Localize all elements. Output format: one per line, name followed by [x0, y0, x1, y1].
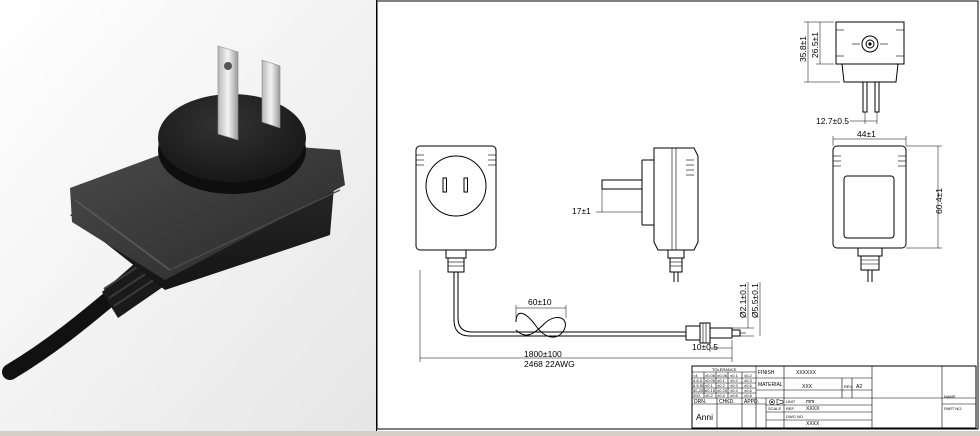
tol-cell: ±0.2: [744, 373, 753, 378]
dim-pin-length: 17±1: [572, 206, 591, 216]
tol-cell: ±0.05: [705, 378, 716, 383]
ref-value: XXXX: [806, 406, 820, 412]
tol-cell: 200-: [693, 393, 702, 398]
tol-cell: ±0.6: [730, 393, 739, 398]
drawing-frame: [376, 0, 979, 430]
chkd-label: CHKD.: [719, 399, 735, 405]
tol-cell: ±0.4: [730, 388, 739, 393]
title-block: TOLERANCE <4 ±0.05 ±0.06 ±0.1 ±0.2 4-6.5…: [691, 365, 977, 429]
tol-cell: ±0.05: [705, 373, 716, 378]
tolerance-label: TOLERANCE: [712, 367, 737, 372]
rev-value: A2: [856, 384, 862, 390]
tol-cell: ±0.2: [717, 383, 726, 388]
material-label: MATERIAL: [758, 382, 783, 388]
finish-value: XXXXXX: [796, 370, 817, 376]
technical-drawing: 35.8±1 26.5±1 12.7±0.5 44±1: [375, 0, 980, 431]
tol-cell: ±0.5: [744, 383, 753, 388]
dim-pin-spacing: 12.7±0.5: [816, 116, 849, 126]
dim-plug-outer: Ø5.5±0.1: [750, 283, 760, 318]
product-photo: [0, 0, 376, 431]
appd-label: APPD.: [744, 399, 759, 405]
drawing-svg: 35.8±1 26.5±1 12.7±0.5 44±1: [375, 0, 979, 431]
projection-symbol-icon: [769, 399, 784, 405]
dim-coil: 60±10: [528, 297, 552, 307]
drawn-by: Anni: [696, 412, 713, 422]
name-label: NAME: [944, 394, 956, 399]
side-view: 17±1: [572, 147, 699, 282]
back-view: [415, 145, 497, 273]
dim-plug-inner: Ø2.1±0.1: [738, 283, 748, 318]
rev-label: REV.: [844, 384, 853, 389]
tol-cell: ±0.8: [744, 393, 753, 398]
tol-cell: ±0.3: [744, 378, 753, 383]
ref-label: REF.: [786, 406, 795, 411]
dim-width: 44±1: [857, 129, 876, 139]
dwg-label: DWG NO.: [786, 414, 804, 419]
tol-cell: ±0.2: [730, 378, 739, 383]
top-view: 35.8±1 26.5±1 12.7±0.5: [798, 21, 905, 126]
tol-cell: ±0.3: [730, 383, 739, 388]
tol-cell: ±0.6: [744, 388, 753, 393]
tol-cell: ±0.4: [717, 393, 726, 398]
tol-cell: 50-200: [693, 388, 706, 393]
dim-height-total: 35.8±1: [798, 36, 808, 62]
material-value: XXX: [802, 384, 813, 390]
unit-value: mm: [806, 399, 814, 405]
tol-cell: ±0.1: [730, 373, 739, 378]
plug-pins: [217, 45, 281, 141]
dim-length: 60.4±1: [934, 188, 944, 214]
finish-label: FINISH: [758, 370, 775, 376]
unit-label: UNIT: [786, 399, 796, 404]
tol-cell: <4: [693, 373, 698, 378]
drn-label: DRN.: [694, 399, 706, 405]
product-photo-art: [0, 0, 376, 431]
tol-cell: 4-6.5: [693, 378, 703, 383]
scale-label: SCALE: [768, 406, 781, 411]
tol-cell: ±0.06: [717, 373, 728, 378]
front-view: 44±1 60.4±1: [832, 129, 944, 282]
dim-height-body: 26.5±1: [810, 32, 820, 58]
tol-cell: ±0.25: [717, 388, 728, 393]
dim-plug-tip: 10±0.5: [692, 342, 718, 352]
dwg-value: XXXX: [806, 421, 820, 427]
tol-cell: ±0.1: [717, 378, 726, 383]
part-label: PART NO.: [944, 406, 962, 411]
tol-cell: ±0.15: [705, 388, 716, 393]
tol-cell: ±0.1: [705, 383, 714, 388]
tol-cell: ±0.2: [705, 393, 714, 398]
cable-assembly: 60±10 Ø2.1±0.1 Ø5.5±0.1 10±0.5 1800±100 …: [419, 270, 761, 369]
tol-cell: 6.5-50: [693, 383, 705, 388]
cable-type: 2468 22AWG: [524, 359, 575, 369]
dim-cable-length: 1800±100: [524, 349, 562, 359]
